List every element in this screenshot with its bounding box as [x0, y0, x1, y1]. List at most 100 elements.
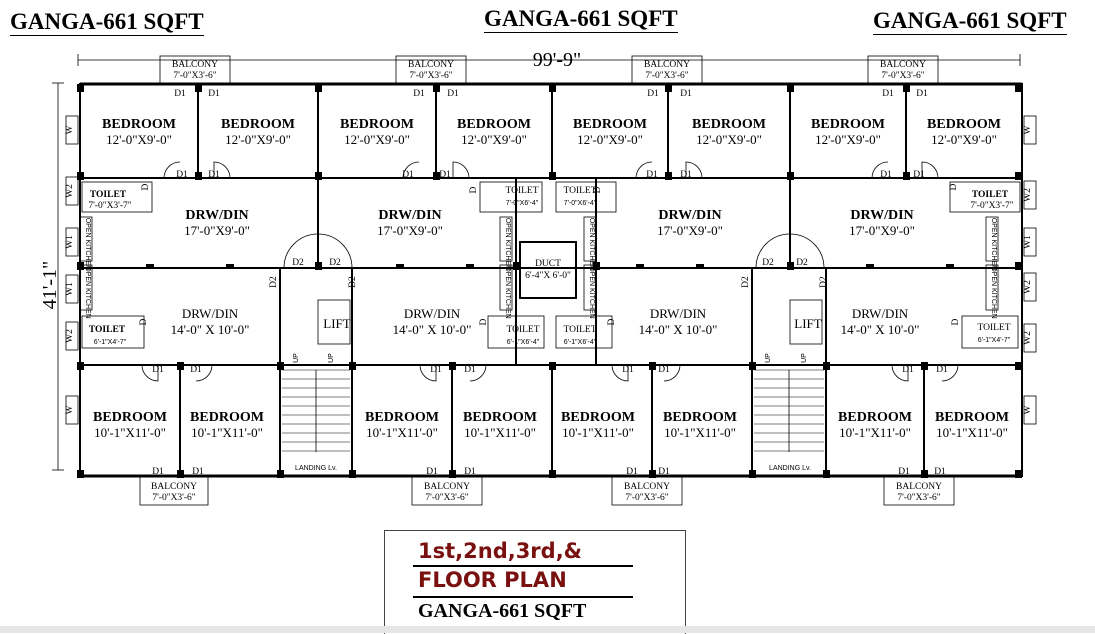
door-d1: D1: [880, 170, 892, 180]
wall-column: [636, 264, 644, 269]
window-w1: W1: [65, 282, 75, 296]
bedroom-bottom-label: BEDROOM: [935, 410, 1009, 425]
door-d: D: [951, 318, 961, 325]
door-d1: D1: [622, 365, 634, 375]
window-w2: W2: [65, 329, 75, 343]
wall-column: [921, 362, 928, 370]
open-kitchen-label: OPEN KITCHEN: [504, 218, 511, 271]
drw-din-top-size: 17'-0"X9'-0": [377, 223, 443, 238]
door-swing: [452, 161, 470, 179]
door-d1: D1: [646, 170, 658, 180]
open-kitchen-label: OPEN KITCHEN: [990, 218, 997, 271]
wall-column: [665, 84, 672, 92]
wall-column: [787, 172, 794, 180]
wall-column: [903, 172, 910, 180]
window-w1: W1: [1023, 235, 1033, 249]
wall-column: [1015, 172, 1022, 180]
title-block: 1st,2nd,3rd,& FLOOR PLAN GANGA-661 SQFT: [384, 530, 686, 634]
duct-label: DUCT: [535, 259, 561, 269]
toilet-size: 7'-0"X3'-7": [88, 201, 131, 211]
wall-column: [177, 362, 184, 370]
drw-din-top-label: DRW/DIN: [658, 208, 721, 223]
door-swing: [891, 364, 909, 382]
open-kitchen-label: OPEN KITCHEN: [504, 266, 511, 319]
open-kitchen-label: OPEN KITCHEN: [588, 266, 595, 319]
door-swing: [611, 364, 629, 382]
bedroom-bottom-size: 10'-1"X11'-0": [664, 425, 736, 440]
door-d2: D2: [762, 258, 774, 268]
door-d1: D1: [464, 365, 476, 375]
page-bottom-edge: [0, 626, 1095, 633]
wall-column: [749, 362, 756, 370]
balcony-bottom-label: BALCONY: [424, 482, 470, 492]
bedroom-top-label: BEDROOM: [102, 117, 176, 132]
wall-column: [823, 362, 830, 370]
door-d1: D1: [680, 89, 692, 99]
open-kitchen-label: OPEN KITCHEN: [588, 218, 595, 271]
door-d1: D1: [208, 89, 220, 99]
header-right-title: GANGA-661 SQFT: [873, 8, 1067, 35]
door-swing: [141, 364, 159, 382]
balcony-top-label: BALCONY: [644, 60, 690, 70]
wall-column: [903, 84, 910, 92]
drw-din-top-size: 17'-0"X9'-0": [849, 223, 915, 238]
wall-column: [226, 264, 234, 269]
window-w2: W2: [65, 184, 75, 198]
bedroom-top-size: 12'-0"X9'-0": [106, 132, 172, 147]
balcony-bottom-size: 7'-0"X3'-6": [625, 493, 668, 503]
door-d1: D1: [152, 467, 164, 477]
drw-din-bottom-label: DRW/DIN: [650, 306, 707, 321]
toilet-label: TOILET: [972, 190, 1009, 200]
bedroom-bottom-size: 10'-1"X11'-0": [191, 425, 263, 440]
open-kitchen-label: OPEN KITCHEN: [84, 266, 91, 319]
drw-din-bottom-label: DRW/DIN: [182, 306, 239, 321]
lift-label: LIFT: [794, 316, 822, 331]
door-swing: [419, 364, 437, 382]
drw-din-bottom-size: 14'-0" X 10'-0": [171, 322, 250, 337]
door-d1: D1: [190, 365, 202, 375]
door-d1: D1: [192, 467, 204, 477]
bedroom-top-label: BEDROOM: [927, 117, 1001, 132]
toilet-label: TOILET: [977, 323, 1010, 333]
balcony-top-size: 7'-0"X3'-6": [881, 71, 924, 81]
wall-column: [449, 362, 456, 370]
door-d: D: [593, 186, 603, 193]
toilet-size: 6'-1"X4'-7": [978, 337, 1011, 344]
balcony-bottom-size: 7'-0"X3'-6": [897, 493, 940, 503]
door-d: D: [469, 186, 479, 193]
bedroom-bottom-label: BEDROOM: [463, 410, 537, 425]
balcony-top-size: 7'-0"X3'-6": [409, 71, 452, 81]
wall-column: [449, 470, 456, 478]
door-d1: D1: [882, 89, 894, 99]
door-d2: D2: [819, 276, 829, 288]
door-d1: D1: [913, 170, 925, 180]
wall-column: [549, 362, 556, 370]
wall-column: [1015, 362, 1022, 370]
door-swing: [283, 233, 319, 269]
width-dimension: 99'-9": [533, 49, 581, 71]
bedroom-top-size: 12'-0"X9'-0": [225, 132, 291, 147]
stair-landing-label: LANDING Lv.: [295, 465, 337, 472]
door-swing: [213, 161, 231, 179]
balcony-top-label: BALCONY: [408, 60, 454, 70]
lift-label: LIFT: [323, 316, 351, 331]
door-d1: D1: [680, 170, 692, 180]
toilet-label: TOILET: [90, 190, 127, 200]
wall-column: [433, 172, 440, 180]
balcony-top-label: BALCONY: [172, 60, 218, 70]
window-w2: W2: [1023, 188, 1033, 202]
door-d1: D1: [413, 89, 425, 99]
wall-column: [921, 470, 928, 478]
drw-din-top-size: 17'-0"X9'-0": [657, 223, 723, 238]
wall-column: [549, 84, 556, 92]
toilet-label: TOILET: [506, 325, 539, 335]
balcony-bottom-size: 7'-0"X3'-6": [425, 493, 468, 503]
bedroom-bottom-size: 10'-1"X11'-0": [366, 425, 438, 440]
toilet-size: 6'-1"X6'-4": [507, 339, 540, 346]
toilet-size: 6'-1"X6'-4": [564, 339, 597, 346]
door-d1: D1: [402, 170, 414, 180]
door-d1: D1: [152, 365, 164, 375]
wall-column: [823, 470, 830, 478]
door-swing: [755, 233, 791, 269]
